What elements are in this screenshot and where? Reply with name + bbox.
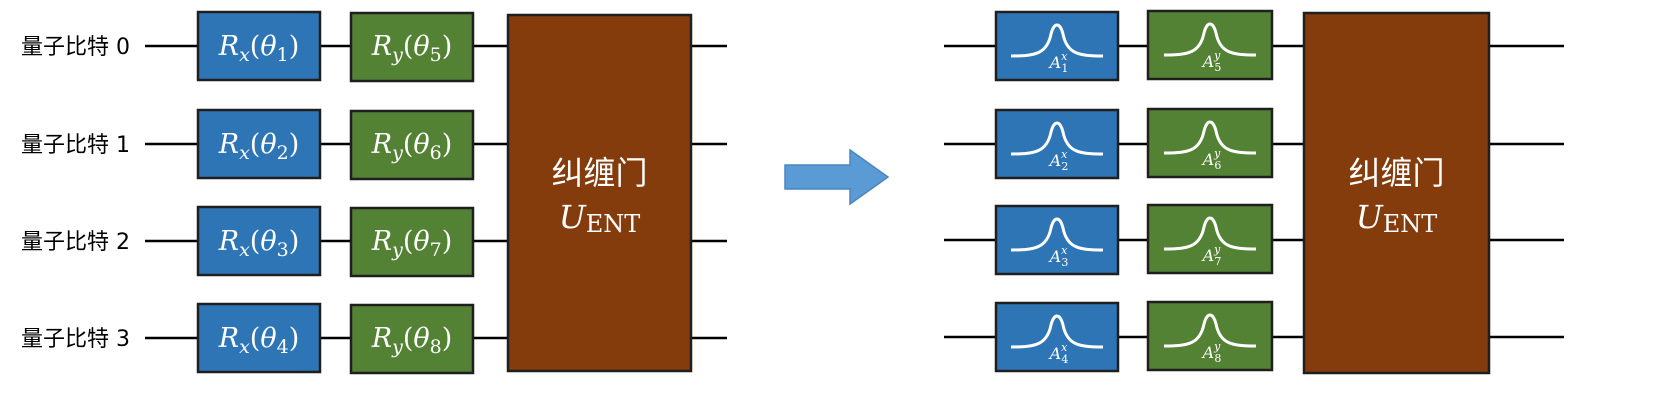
- rx-amplitude-box: [994, 301, 1120, 373]
- qubit-label: 量子比特 2: [21, 230, 130, 255]
- entangle-gate-symbol: UENT: [1356, 198, 1438, 238]
- ry-amplitude-box: [1146, 9, 1274, 81]
- ry-gate-label: Ry(θ7): [371, 226, 453, 261]
- ry-amplitude-box: [1146, 300, 1274, 372]
- entangle-gate-name: 纠缠门: [1348, 154, 1444, 192]
- rx-gate: [196, 205, 322, 277]
- peak-curve-icon: [1163, 22, 1257, 57]
- peak-curve-icon: [1163, 120, 1257, 155]
- rx-amplitude-box: [994, 108, 1120, 180]
- peak-curve-icon: [1163, 313, 1257, 348]
- rx-gate-label: Rx(θ1): [218, 31, 300, 66]
- peak-curve-icon: [1010, 23, 1104, 58]
- qubit-label: 量子比特 3: [21, 327, 130, 352]
- ry-amplitude-box: [1146, 107, 1274, 179]
- rx-amplitude-box: [994, 204, 1120, 276]
- peak-curve-icon: [1010, 314, 1104, 349]
- rx-gate-label: Rx(θ2): [218, 129, 300, 164]
- ry-amplitude-box: [1146, 203, 1274, 275]
- ry-gate: [349, 303, 475, 375]
- original-circuit: 量子比特 0 Rx(θ1) Ry(θ5) 量子比特 1 Rx(θ2) Ry(θ6) 量子比特…: [21, 10, 727, 375]
- qubit-label: 量子比特 0: [21, 35, 130, 60]
- peak-curve-icon: [1010, 217, 1104, 252]
- ry-gate-label: Ry(θ5): [371, 31, 453, 66]
- rx-gate: [196, 302, 322, 374]
- ry-gate-label: Ry(θ8): [371, 323, 453, 358]
- entangle-gate: [506, 13, 693, 373]
- rx-gate: [196, 108, 322, 180]
- ry-gate: [349, 109, 475, 181]
- rx-gate: [196, 10, 322, 82]
- ry-gate-label: Ry(θ6): [371, 129, 453, 164]
- entangle-gate-name: 纠缠门: [551, 154, 647, 192]
- peak-curve-icon: [1163, 216, 1257, 251]
- entangle-gate-symbol: UENT: [559, 198, 641, 238]
- rx-amplitude-box: [994, 10, 1120, 82]
- rx-gate-label: Rx(θ3): [218, 226, 300, 261]
- entangle-gate: [1302, 11, 1491, 375]
- qubit-label: 量子比特 1: [21, 133, 130, 158]
- ry-gate: [349, 11, 475, 83]
- rx-gate-label: Rx(θ4): [218, 323, 300, 358]
- transform-arrow: [784, 148, 890, 206]
- ry-gate: [349, 206, 475, 278]
- peak-curve-icon: [1010, 121, 1104, 156]
